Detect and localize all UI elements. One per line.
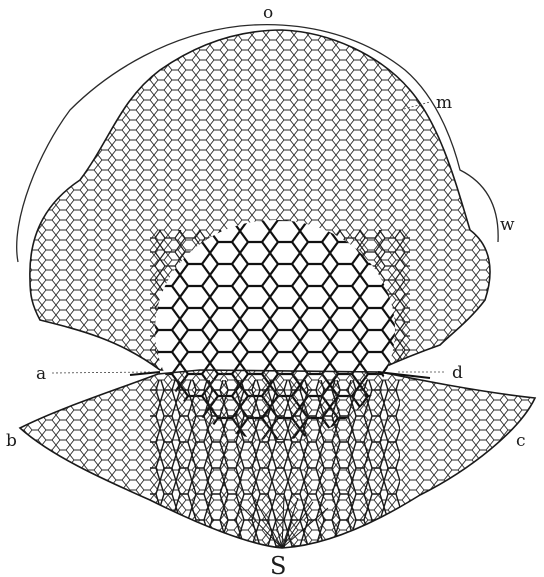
label-b: b [6,431,17,451]
label-o: o [263,3,273,23]
label-w: w [500,215,515,235]
label-a: a [36,364,46,384]
label-d: d [452,363,463,383]
label-S: S [270,552,286,577]
label-c: c [516,431,526,451]
label-m: m [436,93,452,113]
